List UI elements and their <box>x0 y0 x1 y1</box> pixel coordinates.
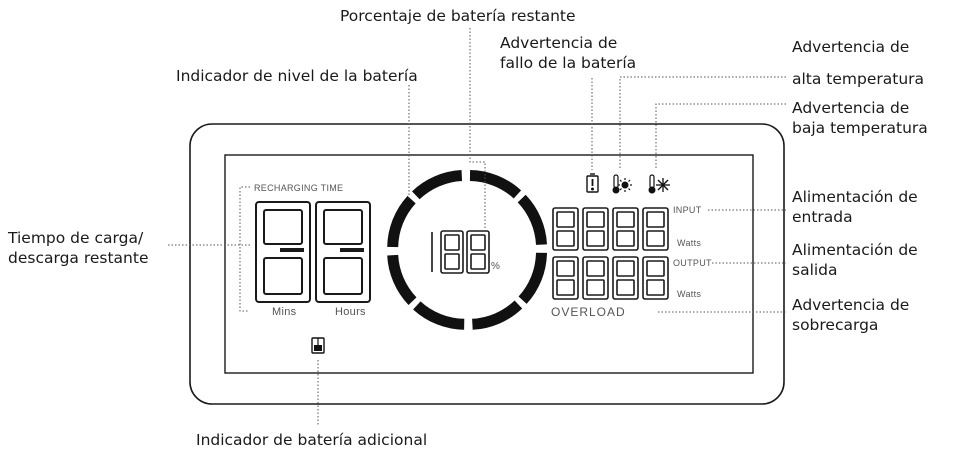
callout-high-temp-line1: Advertencia de <box>792 38 910 56</box>
time-digits <box>255 201 371 303</box>
mins-label: Mins <box>272 306 297 318</box>
thermometer-snowflake-icon <box>648 174 670 194</box>
extra-battery-icon <box>311 337 325 354</box>
percent-sign: % <box>491 261 501 272</box>
callout-low-temp: Advertencia de baja temperatura <box>792 99 928 137</box>
callout-overload: Advertencia de sobrecarga <box>792 296 910 334</box>
recharging-time-bracket <box>239 186 250 312</box>
input-watts-digits <box>552 207 669 251</box>
callout-percentage: Porcentaje de batería restante <box>340 7 576 25</box>
callout-input-power: Alimentación de entrada <box>792 188 918 226</box>
thermometer-sun-icon <box>612 174 632 194</box>
callout-high-temp-line2: alta temperatura <box>792 70 925 88</box>
callout-output-power: Alimentación de salida <box>792 241 918 279</box>
input-label: INPUT <box>673 205 702 215</box>
watts-output-label: Watts <box>677 289 702 299</box>
percentage-digits <box>431 230 490 274</box>
output-watts-digits <box>552 256 669 300</box>
leader-lines <box>168 28 786 425</box>
callout-extra-battery: Indicador de batería adicional <box>196 431 428 449</box>
battery-fault-icon <box>586 173 599 193</box>
callout-battery-fault: Advertencia de fallo de la batería <box>500 34 637 72</box>
lcd-screen-frame <box>224 154 754 374</box>
device-outer-frame <box>189 123 785 405</box>
watts-input-label: Watts <box>677 238 702 248</box>
callout-battery-level: Indicador de nivel de la batería <box>176 67 418 85</box>
callout-charge-time: Tiempo de carga/ descarga restante <box>8 229 149 267</box>
overload-label: OVERLOAD <box>551 305 626 319</box>
hours-label: Hours <box>335 306 366 318</box>
battery-level-ring <box>387 170 547 330</box>
output-label: OUTPUT <box>673 258 712 268</box>
recharging-time-label: RECHARGING TIME <box>254 183 344 193</box>
